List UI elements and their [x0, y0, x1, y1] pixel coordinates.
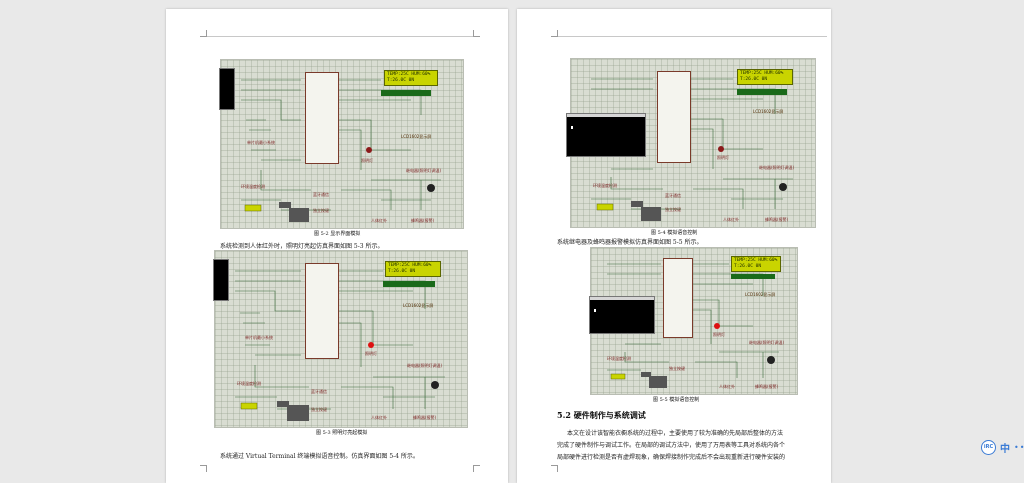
corner-mark	[200, 30, 207, 37]
block-label: 人体红外	[371, 218, 387, 223]
virtual-terminal-window	[589, 296, 655, 334]
circuit-wiring	[235, 270, 445, 421]
block-label: 继电器(照明灯调温)	[759, 165, 795, 170]
corner-mark	[551, 30, 558, 37]
document-page-right: TEMP:25C HUM:60% T:26.0C 0N LCD1602显示屏 照…	[517, 9, 831, 483]
mcu-chip	[663, 258, 693, 338]
block-label: 蜂鸣器(报警)	[411, 218, 435, 223]
mcu-chip	[305, 263, 339, 359]
body-text: 系统继电器及蜂鸣器报警模拟仿真界面如图 5-5 所示。	[557, 239, 703, 246]
corner-mark	[473, 30, 480, 37]
more-options-icon[interactable]: •••	[1014, 442, 1024, 452]
block-label: 蓝牙通信	[665, 193, 681, 198]
figure-caption: 图 5-3 照明灯亮起模拟	[316, 430, 368, 436]
lcd-screen: TEMP:25C HUM:60% T:26.0C 0N	[385, 261, 441, 277]
block-label: 人体红外	[719, 384, 735, 389]
virtual-terminal-window	[566, 113, 646, 157]
simulation-figure-1: TEMP:25C HUM:60% T:26.0C 0N LCD1602显示屏 单…	[219, 59, 464, 229]
block-label: 人体红外	[723, 217, 739, 222]
block-label: 环境温度检测	[241, 184, 265, 189]
block-label: 照明灯	[361, 158, 373, 163]
lcd-label: LCD1602显示屏	[401, 134, 432, 139]
body-text: 系统检测到人体红外时，照明灯亮起仿真界面如图 5-3 所示。	[220, 243, 384, 250]
block-label: 照明灯	[717, 155, 729, 160]
language-toggle[interactable]: 中	[1000, 443, 1010, 455]
simulation-figure-3: TEMP:25C HUM:60% T:26.0C 0N LCD1602显示屏 照…	[566, 58, 816, 228]
block-label: 照明灯	[713, 332, 725, 337]
paragraph-line: 局部硬件进行检测是否有虚焊现象，确保焊接制作完成后不会出现重新进行硬件安装的	[557, 454, 786, 461]
lcd-line-1: TEMP:25C HUM:60%	[388, 263, 432, 268]
block-label: 环境温度检测	[237, 381, 261, 386]
simulation-figure-2: TEMP:25C HUM:60% T:26.0C 0N LCD1602显示屏 单…	[213, 250, 468, 428]
block-label: 蜂鸣器(报警)	[765, 217, 789, 222]
lcd-label: LCD1602显示屏	[403, 303, 434, 308]
block-label: 蜂鸣器(报警)	[413, 415, 437, 420]
corner-mark	[473, 465, 480, 472]
lcd-line-2: T:26.0C 0N	[387, 78, 415, 83]
figure-caption: 图 5-4 模拟语音控制	[651, 230, 698, 236]
virtual-terminal-window	[219, 68, 235, 110]
floating-toolbar[interactable]: iRC 中 •••	[981, 439, 1024, 455]
body-text: 系统通过 Virtual Terminal 终端模拟语音控制。仿真界面如图 5-…	[220, 453, 419, 460]
mcu-chip	[305, 72, 339, 164]
block-label: 蓝牙通信	[311, 389, 327, 394]
lcd-label: LCD1602显示屏	[745, 292, 776, 297]
lcd-line-1: TEMP:25C HUM:60%	[734, 258, 778, 263]
circuit-wiring	[607, 263, 779, 388]
block-label: 蜂鸣器(报警)	[755, 384, 779, 389]
circuit-wiring	[241, 79, 441, 222]
block-label: 独立按键	[665, 207, 681, 212]
block-label: 独立按键	[311, 407, 327, 412]
lcd-screen: TEMP:25C HUM:60% T:26.0C 0N	[737, 69, 793, 85]
block-label: 继电器(照明灯调温)	[749, 340, 785, 345]
block-label: 独立按键	[313, 208, 329, 213]
lcd-screen: TEMP:25C HUM:60% T:26.0C 0N	[384, 70, 438, 86]
block-label: 照明灯	[365, 351, 377, 356]
paragraph-line: 完成了硬件制作与调试工作。在局部的调试方法中，使用了万用表等工具对系统内各个	[557, 442, 786, 449]
terminal-titlebar	[567, 114, 645, 117]
figure-caption: 图 5-5 模拟语音控制	[653, 397, 700, 403]
corner-mark	[200, 465, 207, 472]
block-label: 独立按键	[669, 366, 685, 371]
lcd-line-1: TEMP:25C HUM:60%	[740, 71, 784, 76]
figure-caption: 图 5-2 显示界面模拟	[314, 231, 361, 237]
terminal-cursor	[594, 309, 596, 312]
lcd-line-2: T:26.0C 0N	[388, 269, 416, 274]
block-label: 继电器(照明灯调温)	[407, 363, 443, 368]
block-label: 单片机最小系统	[247, 140, 275, 145]
lcd-screen: TEMP:25C HUM:60% T:26.0C 0N	[731, 256, 781, 272]
corner-mark	[551, 465, 558, 472]
lcd-line-1: TEMP:25C HUM:60%	[387, 72, 431, 77]
simulation-figure-4: TEMP:25C HUM:60% T:26.0C 0N LCD1602显示屏 照…	[589, 247, 798, 395]
virtual-terminal-window	[213, 259, 229, 301]
lcd-label: LCD1602显示屏	[753, 109, 784, 114]
block-label: 蓝牙通信	[313, 192, 329, 197]
block-label: 人体红外	[371, 415, 387, 420]
block-label: 环境温度检测	[607, 356, 631, 361]
lcd-line-2: T:26.0C 0N	[740, 77, 768, 82]
assistant-icon[interactable]: iRC	[981, 439, 996, 455]
header-rule	[206, 36, 476, 37]
paragraph-line: 本文在设计该智能衣橱系统的过程中，主要使用了较为准确的先局部后整体的方法	[567, 430, 784, 437]
section-heading: 5.2 硬件制作与系统调试	[557, 410, 646, 420]
terminal-cursor	[571, 126, 573, 129]
block-label: 继电器(照明灯调温)	[406, 168, 442, 173]
document-page-left: TEMP:25C HUM:60% T:26.0C 0N LCD1602显示屏 单…	[166, 9, 508, 483]
block-label: 单片机最小系统	[245, 335, 273, 340]
lcd-line-2: T:26.0C 0N	[734, 264, 762, 269]
header-rule	[557, 36, 827, 37]
circuit-wiring	[591, 78, 793, 221]
block-label: 环境温度检测	[593, 183, 617, 188]
mcu-chip	[657, 71, 691, 163]
terminal-titlebar	[590, 297, 654, 300]
